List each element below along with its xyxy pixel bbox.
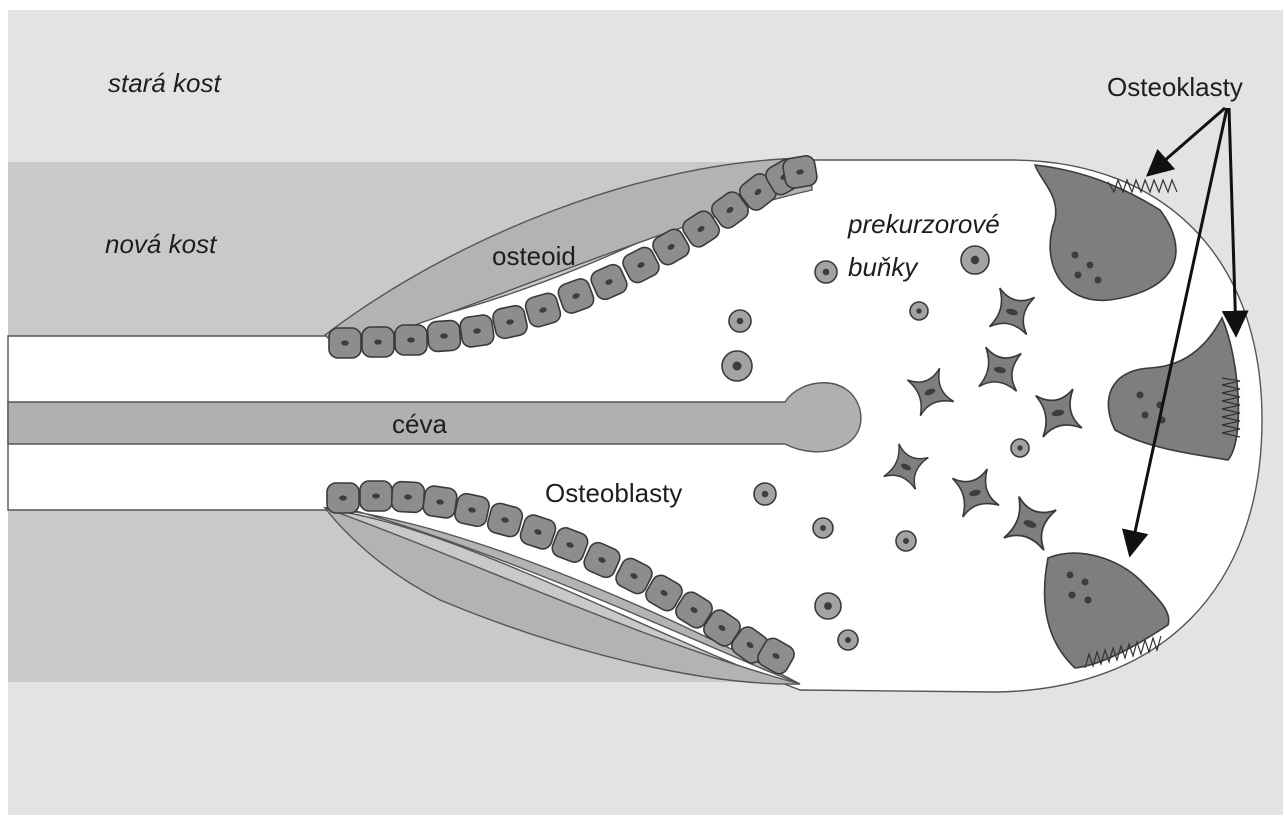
osteoblast-cell (395, 325, 427, 355)
label-vessel: céva (392, 409, 447, 439)
osteoblast-cell (459, 314, 495, 348)
osteoblast-cell (782, 154, 819, 189)
osteoblast-cell (327, 483, 359, 513)
osteoblast-cell (422, 485, 458, 519)
label-osteoid: osteoid (492, 241, 576, 271)
label-osteoclasts: Osteoklasty (1107, 72, 1243, 102)
label-precursor-cells-line1: prekurzorové (847, 209, 1000, 239)
osteoblast-cell (427, 320, 461, 352)
osteoblast-cell (391, 481, 425, 513)
label-new-bone: nová kost (105, 229, 218, 259)
osteoblast-cell (491, 304, 529, 340)
osteoblast-cell (362, 327, 394, 357)
osteoblast-cell (453, 492, 491, 528)
label-osteoblasts: Osteoblasty (545, 478, 682, 508)
label-old-bone: stará kost (108, 68, 222, 98)
label-precursor-cells-line2: buňky (848, 252, 919, 282)
osteoblast-cell (360, 481, 392, 511)
osteoblast-cell (329, 328, 361, 358)
